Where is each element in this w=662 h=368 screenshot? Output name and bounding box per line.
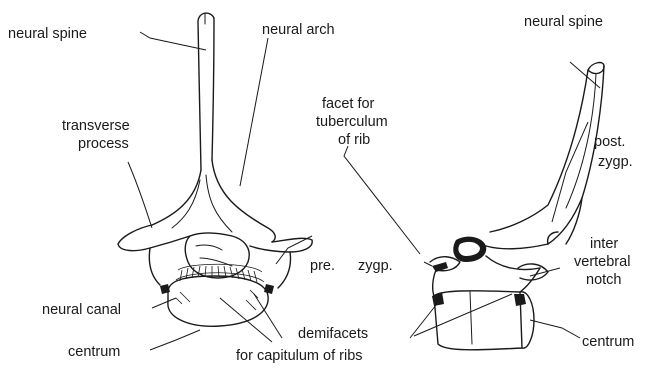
label-for-capitulum: for capitulum of ribs — [236, 348, 363, 364]
left-neural-arch — [152, 160, 275, 242]
label-neural-spine-right: neural spine — [524, 14, 603, 30]
label-post: post. — [594, 134, 625, 150]
label-transverse: transverse — [62, 118, 130, 134]
left-transverse-process — [118, 225, 190, 251]
lateral-view-vertebra — [430, 63, 604, 350]
label-facet-for: facet for — [322, 96, 375, 112]
label-centrum-right: centrum — [582, 334, 634, 350]
label-inter: inter — [590, 236, 618, 252]
label-process: process — [78, 136, 129, 152]
label-zygp: zygp. — [358, 258, 393, 274]
label-pre: pre. — [310, 258, 335, 274]
label-vertebral: vertebral — [574, 254, 630, 270]
left-neural-spine — [198, 13, 214, 170]
left-neural-canal — [185, 233, 249, 278]
anterior-view-vertebra — [118, 13, 312, 326]
label-neural-arch: neural arch — [262, 22, 335, 38]
label-notch: notch — [586, 272, 621, 288]
left-centrum — [168, 276, 268, 326]
label-demifacets: demifacets — [298, 326, 368, 342]
label-of-rib: of rib — [338, 132, 370, 148]
label-neural-canal: neural canal — [42, 302, 121, 318]
label-centrum-left: centrum — [68, 344, 120, 360]
label-neural-spine-left: neural spine — [8, 26, 87, 42]
label-post-zygp: zygp. — [598, 154, 633, 170]
right-neural-spine — [490, 66, 604, 244]
right-centrum — [434, 291, 522, 350]
label-tuberculum: tuberculum — [316, 114, 388, 130]
